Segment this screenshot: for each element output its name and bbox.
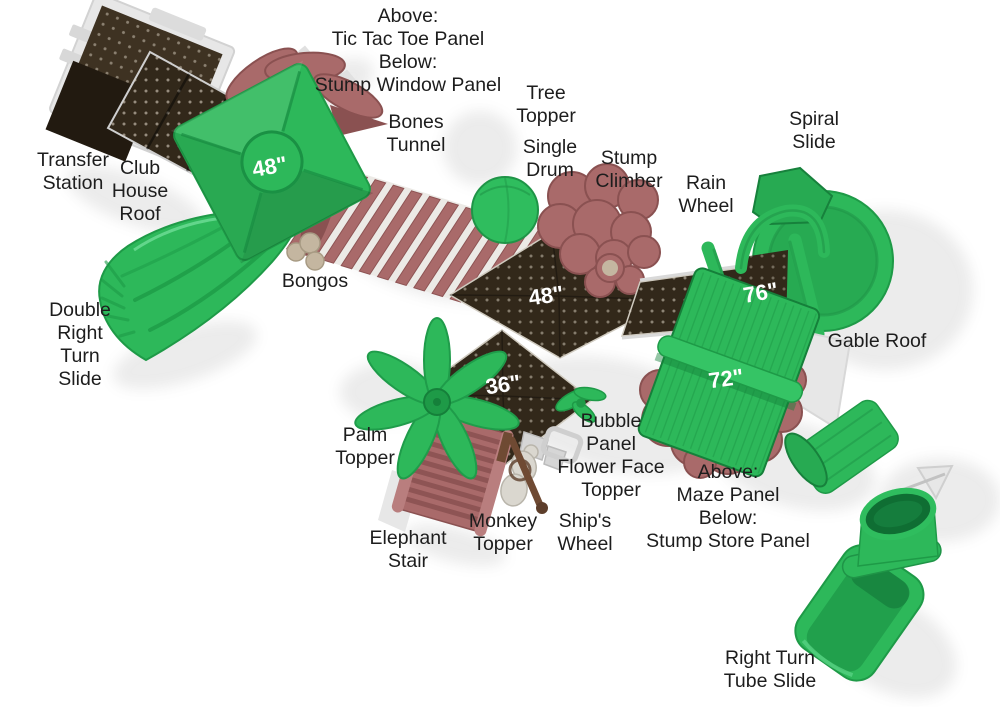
label-monkey-topper: Monkey Topper [468, 510, 538, 555]
label-maze-stump-store-panel: Above: Maze Panel Below: Stump Store Pan… [646, 461, 810, 552]
clubhouse-roof [170, 60, 374, 264]
label-single-drum: Single Drum [522, 136, 578, 181]
ships-wheel [508, 436, 548, 514]
dim-lower-deck: 36" [484, 370, 522, 400]
dim-spiral-deck: 76" [741, 277, 780, 308]
tree-topper [471, 176, 539, 244]
deck-ladder [540, 426, 584, 464]
label-palm-topper: Palm Topper [335, 424, 395, 469]
dim-clubhouse-roof: 48" [250, 151, 289, 182]
label-gable-roof: Gable Roof [827, 330, 927, 352]
single-drum [595, 253, 625, 283]
palm-topper [354, 317, 520, 480]
tube-rim [784, 432, 828, 488]
stump-climber [537, 163, 661, 298]
label-rain-wheel: Rain Wheel [678, 172, 734, 217]
label-bongos: Bongos [281, 270, 349, 292]
label-elephant-stair: Elephant Stair [369, 527, 447, 572]
tube-exit-chute [794, 544, 925, 682]
gable-roof [637, 267, 821, 478]
label-double-right-turn-slide: Double Right Turn Slide [49, 299, 111, 390]
dim-center-deck: 48" [527, 281, 565, 311]
deck-48 [448, 231, 674, 359]
label-bones-tunnel: Bones Tunnel [386, 111, 446, 156]
dim-gable-deck: 72" [707, 364, 745, 394]
gable-roof-ridge [657, 335, 804, 403]
right-turn-tube-slide [784, 399, 954, 682]
label-bubble-panel-flower-face: Bubble Panel Flower Face Topper [557, 410, 665, 501]
label-tic-tac-toe-panel: Above: Tic Tac Toe Panel Below: Stump Wi… [314, 5, 502, 96]
elephant-stair-treads [405, 419, 501, 522]
flower-face-topper [555, 386, 607, 423]
label-club-house-roof: Club House Roof [111, 157, 169, 225]
label-spiral-slide: Spiral Slide [789, 108, 839, 153]
label-tree-topper: Tree Topper [516, 82, 576, 127]
label-right-turn-tube-slide: Right Turn Tube Slide [723, 647, 817, 692]
bongos [286, 232, 325, 271]
label-transfer-station: Transfer Station [37, 149, 109, 194]
label-stump-climber: Stump Climber [595, 147, 663, 192]
label-ships-wheel: Ship's Wheel [557, 510, 613, 555]
